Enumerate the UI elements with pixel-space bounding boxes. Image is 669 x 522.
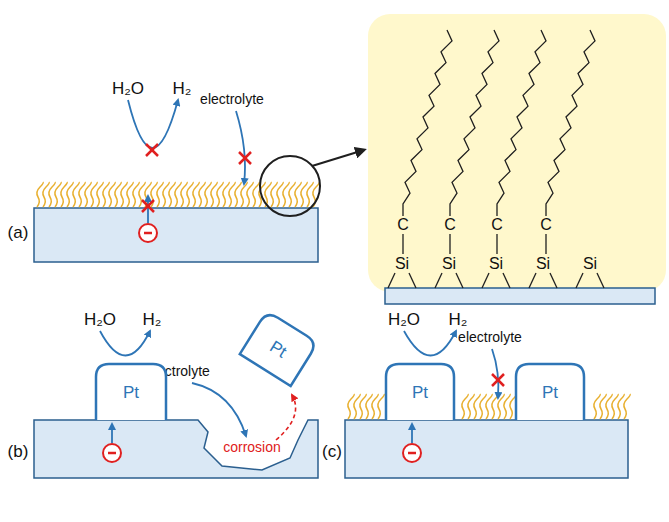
pt-cap [386,364,454,420]
alkyl-chains [403,30,595,254]
electron-circle [103,444,121,462]
si-bond [409,273,416,288]
label: C [491,216,503,234]
zoom-substrate [385,288,655,304]
reaction-arrow [128,100,178,148]
electron-arrow [147,196,149,223]
alkyl-chain [450,30,499,216]
label: (c) [322,443,342,462]
label: corrosion [223,440,281,455]
cross-stroke [239,152,251,164]
c-si-bond [545,234,546,254]
zoom-circle [260,156,320,216]
label: Si [395,255,409,273]
label: C [444,216,456,234]
label: Si [442,255,456,273]
label: (a) [8,224,29,243]
si-bond [503,273,510,288]
label: H₂ [173,80,192,99]
electron-minus [108,452,116,455]
c-si-bond [449,234,450,254]
pt-particle: Pt [95,363,167,420]
alkyl-strand [378,394,384,419]
cross-stroke [142,200,154,212]
pt-particle: Pt [515,363,585,420]
monolayer [37,182,319,207]
reaction-arrow [404,331,456,356]
pt-cap [240,311,318,386]
electron-circle [403,444,421,462]
label: Si [583,255,597,273]
cross-stroke [146,144,158,156]
electron-arrow [111,424,113,443]
alkyl-chain [403,30,452,216]
pt-particle: Pt [385,363,455,420]
pt-label: Pt [385,384,455,403]
corrosion-arrow [276,395,296,440]
si-bonds [388,273,604,288]
label: H₂ [449,311,468,330]
pt-label: Pt [515,384,585,403]
label: H₂O [84,311,116,330]
c-si-bond [496,234,497,254]
blocked-marks [142,144,504,386]
pt-particle: Pt [239,310,319,387]
cross-stroke [142,200,154,212]
alkyl-chain [546,30,595,216]
cross-stroke [492,374,504,386]
si-bond [597,273,604,288]
label: (b) [8,443,29,462]
electron-minus [408,452,416,455]
label: C [540,216,552,234]
si-bond [388,273,395,288]
c-si-bond [402,234,403,254]
cross-stroke [239,152,251,164]
label: H₂O [388,311,420,330]
substrate [34,208,318,262]
label: H₂O [112,80,144,99]
label: electrolyte [458,330,522,345]
label: H₂ [143,311,162,330]
label: Si [489,255,503,273]
si-bond [529,273,536,288]
cross-stroke [146,144,158,156]
label: electrolyte [200,92,264,107]
electron-circle [139,224,157,242]
pt-label: Pt [95,384,167,403]
alkyl-strand [624,394,630,419]
electron-arrow [411,424,413,443]
alkyl-chain [497,30,546,216]
si-bond [435,273,442,288]
label: C [397,216,409,234]
substrate [345,420,628,478]
label: Si [536,255,550,273]
zoom-arrow [312,150,364,166]
cross-stroke [492,374,504,386]
si-bond [576,273,583,288]
electrolyte-arrow [236,111,245,184]
electrolyte-arrow [192,383,246,436]
pt-cap [96,364,166,420]
corroded-substrate [34,420,318,478]
pt-cap [516,364,584,420]
si-bond [456,273,463,288]
electron-symbols [103,224,421,462]
si-bond [550,273,557,288]
electron-minus [144,232,152,235]
zoom-panel [368,14,666,292]
si-bond [482,273,489,288]
reaction-arrow [100,331,150,356]
